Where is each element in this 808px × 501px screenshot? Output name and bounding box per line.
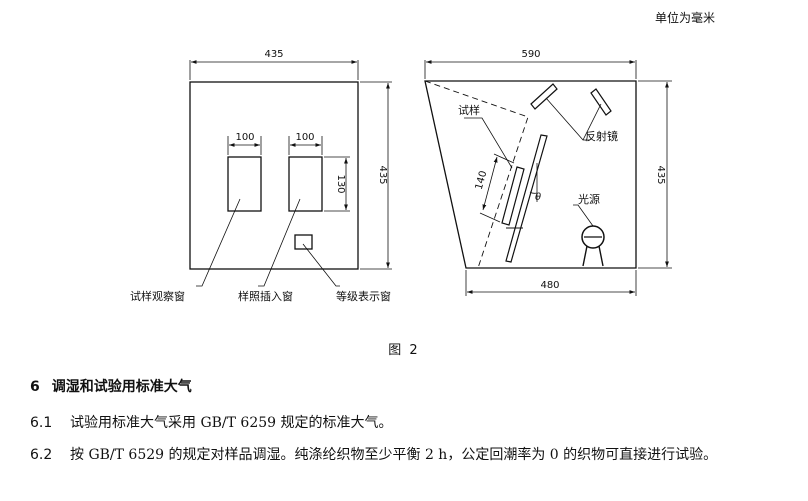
observation-window-label: 试样观察窗: [130, 289, 185, 303]
unit-note: 单位为毫米: [655, 10, 715, 25]
side-top-width-dimension: 590: [521, 49, 540, 60]
clause-text: 试验用标准大气采用 GB/T 6259 规定的标准大气。: [70, 415, 393, 431]
side-bottom-width-dimension: 480: [540, 280, 559, 291]
side-cabinet-outline: [424, 80, 637, 269]
door-dashed-line: [424, 80, 529, 269]
observation-window-width-dimension: 100: [235, 132, 254, 143]
sample-length-dimension: 140: [474, 170, 490, 191]
side-height-dimension: 435: [655, 165, 666, 184]
reflector-mirror-right: [590, 88, 612, 116]
clause-6-1: 6.1 试验用标准大气采用 GB/T 6259 规定的标准大气。: [30, 412, 790, 435]
observation-window: [227, 156, 262, 212]
section-heading: 6 调湿和试验用标准大气: [30, 376, 192, 396]
sample-insert-window: [288, 156, 323, 212]
section-number: 6: [30, 379, 40, 395]
front-height-dimension: 435: [377, 165, 388, 184]
clause-6-2: 6.2 按 GB/T 6529 的规定对样品调湿。纯涤纶织物至少平衡 2 h，公定…: [30, 444, 790, 467]
reflector-mirror-left: [530, 83, 558, 110]
reflector-label: 反射镜: [585, 129, 618, 143]
sample-length-dimension-line: [482, 156, 498, 211]
window-height-dimension: 130: [335, 174, 346, 193]
sample-insert-window-width-dimension: 100: [295, 132, 314, 143]
sample-piece: [501, 166, 525, 226]
front-width-dimension: 435: [264, 49, 283, 60]
figure-2-drawing: 单位为毫米 435 435 100 100 130: [130, 10, 715, 303]
clause-number: 6.2: [30, 447, 53, 463]
clause-text: 按 GB/T 6529 的规定对样品调湿。纯涤纶织物至少平衡 2 h，公定回潮率…: [70, 447, 718, 463]
grade-display-window: [294, 234, 313, 250]
light-source-label: 光源: [578, 192, 600, 206]
front-cabinet-outline: [189, 81, 359, 270]
clause-number: 6.1: [30, 415, 53, 431]
sample-label: 试样: [458, 103, 480, 117]
angle-symbol: θ: [535, 192, 541, 203]
section-title: 调湿和试验用标准大气: [51, 379, 192, 395]
grade-display-window-label: 等级表示窗: [336, 289, 391, 303]
front-view: 435 435 100 100 130 试样观察窗 样照插入窗 等级表示窗: [130, 49, 392, 303]
sample-insert-window-label: 样照插入窗: [238, 289, 293, 303]
figure-caption: 图 2: [388, 343, 420, 358]
side-view: 590 435 480 反射镜 试样 140 θ: [424, 49, 672, 296]
